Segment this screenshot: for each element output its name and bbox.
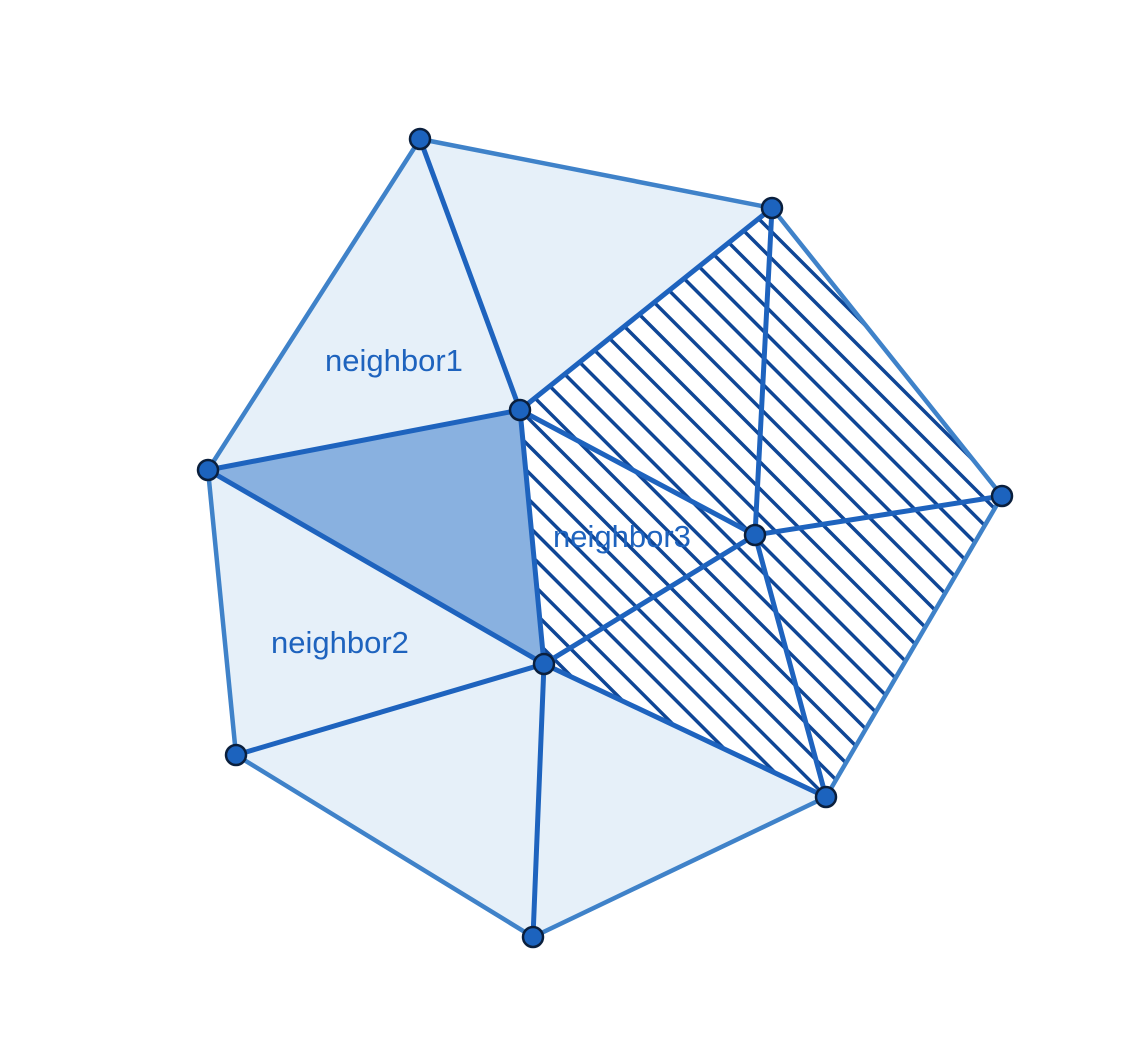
edge <box>752 532 829 800</box>
vertex <box>224 743 248 767</box>
edge <box>752 205 775 538</box>
neighbor3-label: neighbor3 <box>553 519 691 554</box>
edge <box>517 407 547 667</box>
vertex <box>196 458 220 482</box>
edge <box>205 467 239 758</box>
edge <box>517 205 775 413</box>
edge <box>823 493 1005 800</box>
vertex <box>521 925 545 949</box>
edge <box>205 407 523 473</box>
edge <box>752 493 1005 538</box>
vertex <box>743 523 767 547</box>
outer-edges <box>205 136 1005 940</box>
vertex <box>508 398 532 422</box>
vertex <box>814 785 838 809</box>
edge <box>417 136 523 413</box>
edge <box>233 661 547 758</box>
vertices <box>196 127 1014 949</box>
edge <box>530 794 829 940</box>
neighbor2-label: neighbor2 <box>271 625 409 660</box>
edge <box>233 752 536 940</box>
edge <box>205 136 423 473</box>
edge <box>530 661 547 940</box>
vertex <box>760 196 784 220</box>
edge <box>205 467 547 667</box>
interior-edges <box>205 136 1005 940</box>
neighbor3-hatched-region <box>520 208 1002 797</box>
edge <box>417 136 775 211</box>
edge <box>517 407 758 538</box>
vertex <box>408 127 432 151</box>
edge <box>769 205 1005 499</box>
edge <box>541 661 829 800</box>
vertex <box>990 484 1014 508</box>
neighbor1-label: neighbor1 <box>325 343 463 378</box>
center-triangle <box>208 410 544 664</box>
edge <box>541 532 758 667</box>
vertex <box>532 652 556 676</box>
